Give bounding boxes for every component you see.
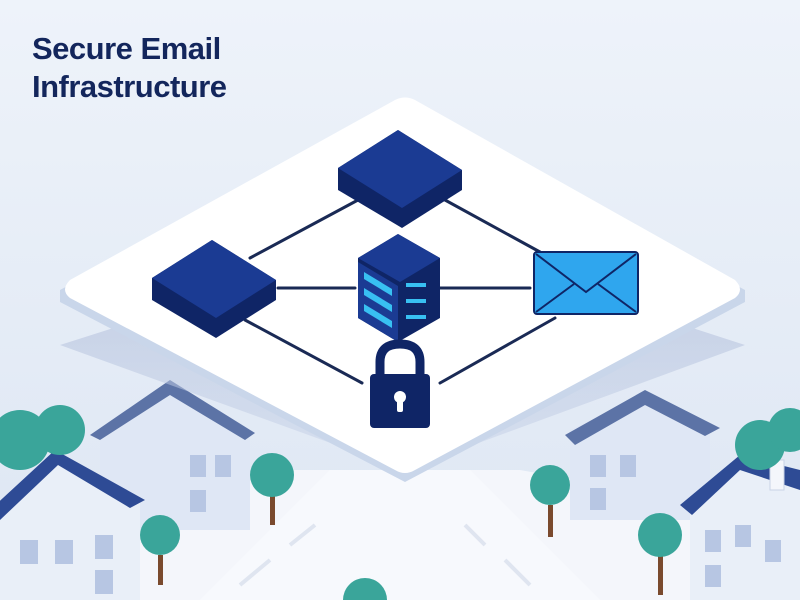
left-houses (0, 380, 387, 600)
house-back-right (565, 390, 720, 520)
tree-right-2 (638, 513, 682, 595)
edge-left-lock (243, 318, 364, 385)
navy-block-icon (152, 240, 276, 338)
edge-top-mail (443, 198, 542, 254)
tree-left-2 (140, 515, 180, 585)
navy-block-icon (338, 130, 462, 228)
edge-mail-lock (438, 316, 557, 385)
title-line-2: Infrastructure (32, 69, 227, 104)
envelope-icon (533, 251, 639, 315)
tree-right-1 (530, 465, 570, 537)
padlock-icon (370, 339, 430, 428)
bush-left (0, 405, 85, 470)
connectors (243, 198, 557, 385)
house-front-right (680, 455, 800, 600)
tree-bottom-center (343, 578, 387, 600)
bush-right (735, 408, 800, 470)
server-icon (358, 234, 440, 342)
title-line-1: Secure Email (32, 31, 221, 66)
page-title: Secure Email Infrastructure (32, 30, 227, 106)
tree-left-1 (250, 453, 294, 525)
edge-top-left (248, 198, 360, 260)
right-houses (530, 390, 800, 600)
house-front-left (0, 450, 145, 600)
house-back-left (90, 380, 255, 530)
